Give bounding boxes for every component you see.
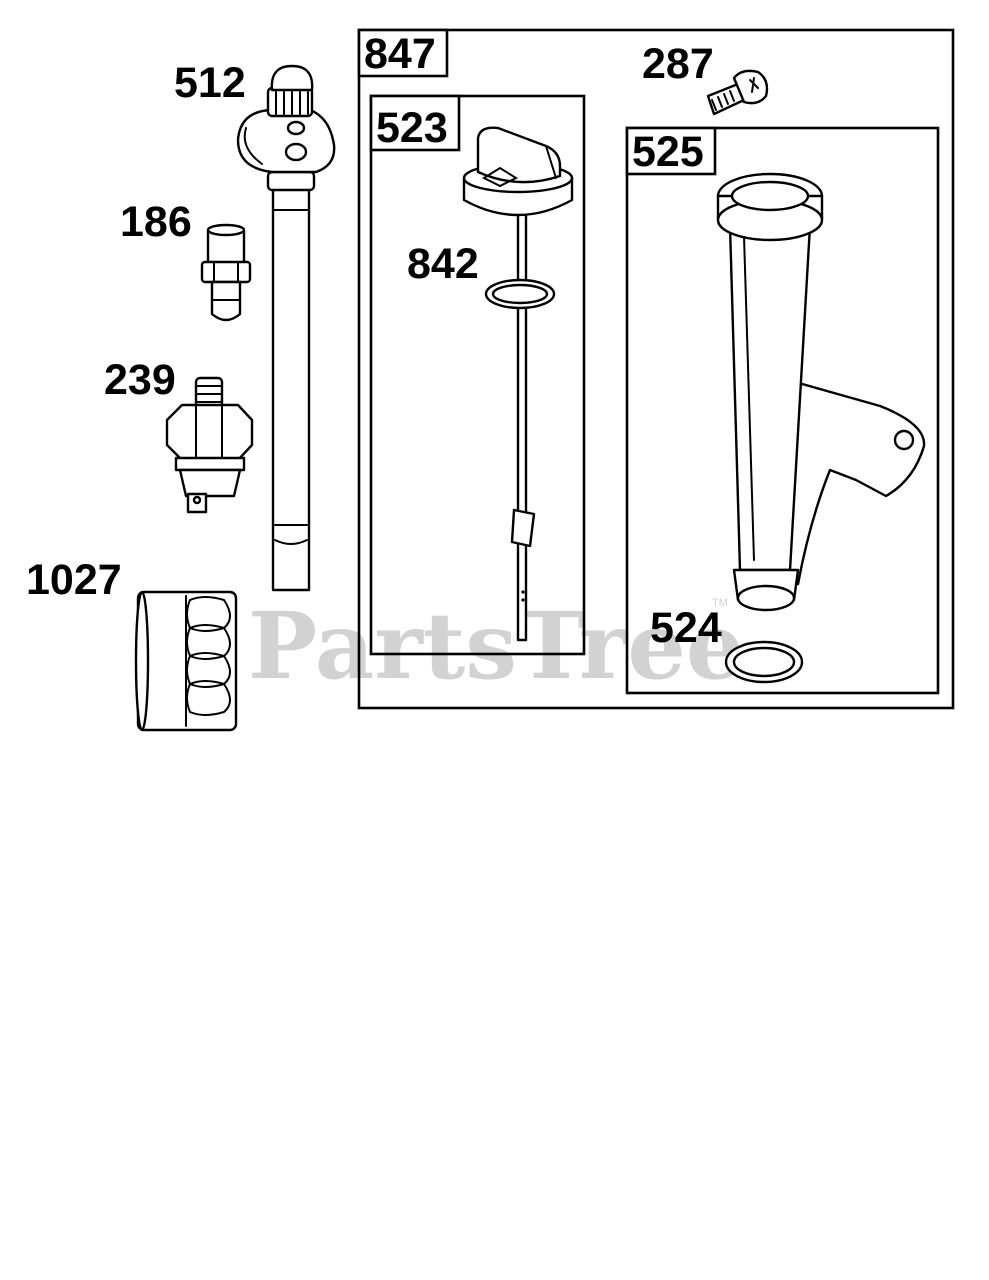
part-524-o-ring[interactable] (724, 640, 804, 684)
label-239: 239 (104, 356, 176, 404)
assembly-box-847 (357, 28, 955, 710)
label-523: 523 (376, 104, 448, 152)
watermark: PartsTree (248, 592, 744, 700)
label-287: 287 (642, 40, 714, 88)
label-1027: 1027 (26, 556, 122, 604)
part-1027-oil-filter[interactable] (134, 590, 238, 732)
part-186-fitting[interactable] (200, 223, 252, 322)
label-847: 847 (364, 30, 436, 78)
watermark-trademark: TM (712, 597, 728, 609)
part-525-fill-tube[interactable] (716, 172, 926, 612)
label-512: 512 (174, 59, 246, 107)
part-512-dipstick-tube[interactable] (236, 64, 336, 592)
part-287-screw[interactable] (706, 69, 769, 116)
label-186: 186 (120, 198, 192, 246)
part-842-o-ring[interactable] (484, 278, 556, 310)
part-239-pressure-switch[interactable] (165, 376, 254, 514)
assembly-box-525 (625, 126, 940, 695)
part-523-dipstick[interactable] (462, 126, 574, 642)
label-524: 524 (650, 604, 722, 652)
assembly-box-523 (369, 94, 586, 656)
label-842: 842 (407, 240, 479, 288)
label-525: 525 (632, 128, 704, 176)
